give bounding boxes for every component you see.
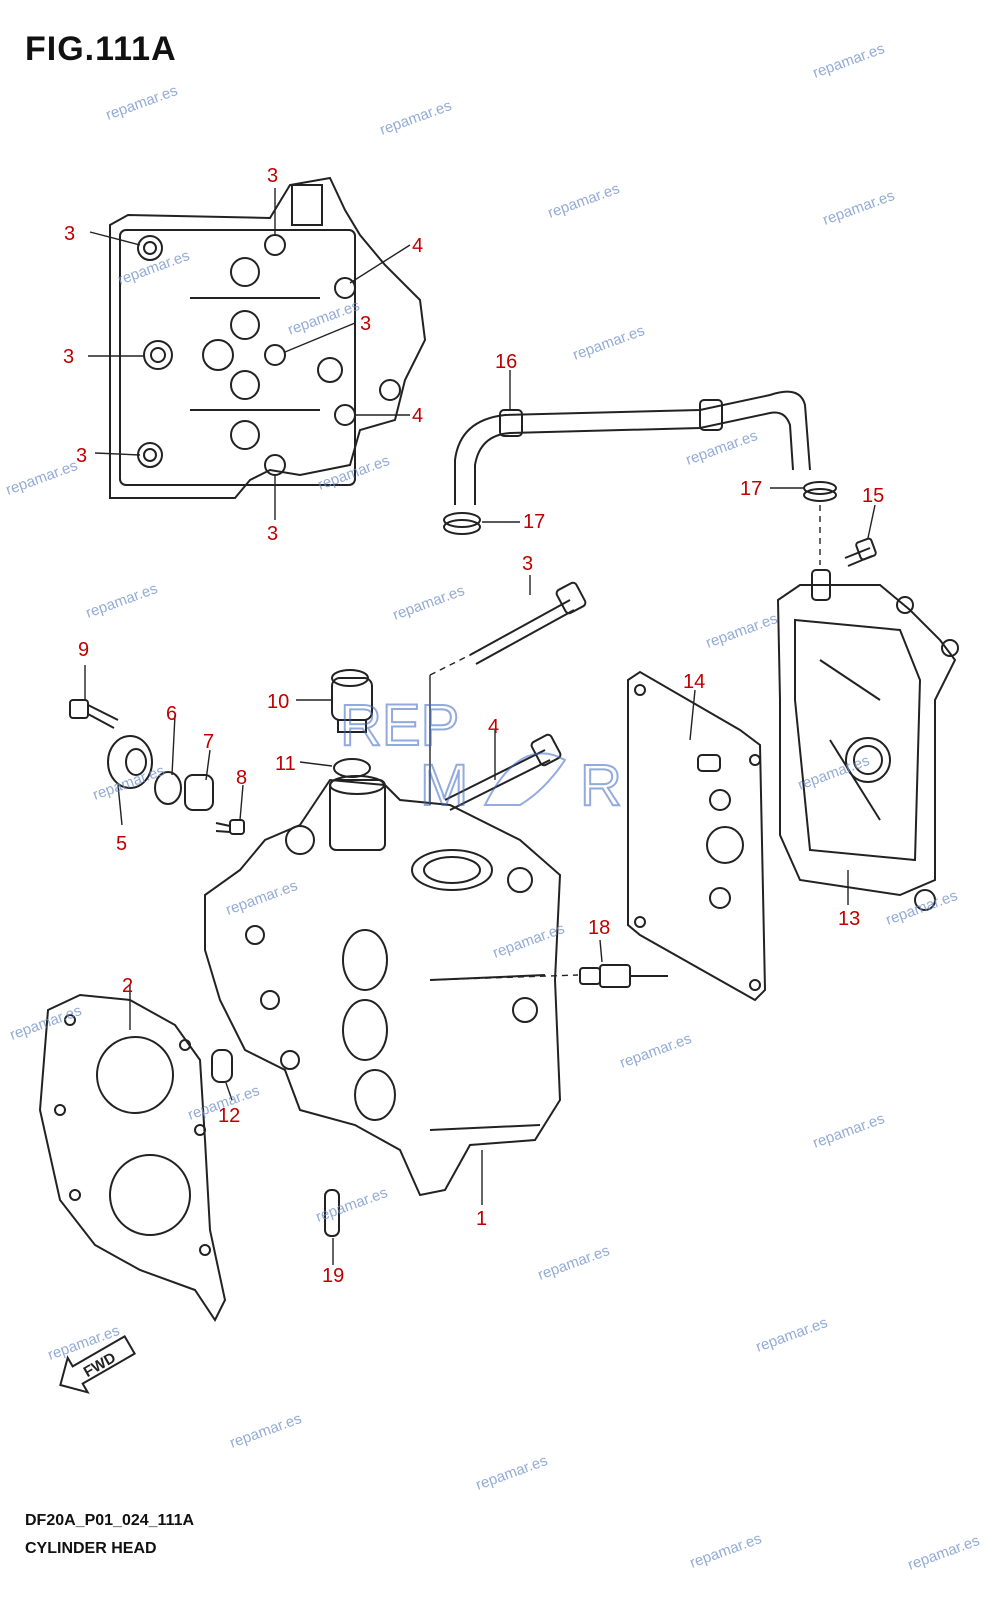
spark-plug-18: [579, 964, 668, 988]
svg-text:M: M: [420, 753, 468, 818]
callout-12: 12: [218, 1105, 240, 1127]
svg-text:repamar.es: repamar.es: [474, 1452, 550, 1494]
callout-4: 4: [412, 405, 423, 427]
leader-lines: [84, 188, 876, 1265]
svg-text:repamar.es: repamar.es: [536, 1242, 612, 1284]
svg-text:repamar.es: repamar.es: [286, 297, 362, 339]
callout-3: 3: [267, 165, 278, 187]
callout-14: 14: [683, 671, 705, 693]
o-ring-11: [333, 758, 371, 778]
svg-text:repamar.es: repamar.es: [391, 582, 467, 624]
figure-title: FIG.111A: [25, 30, 177, 68]
svg-text:repamar.es: repamar.es: [618, 1030, 694, 1072]
callout-3: 3: [76, 445, 87, 467]
breather-hose: [454, 390, 811, 505]
callout-15: 15: [862, 485, 884, 507]
diagram-name: CYLINDER HEAD: [25, 1540, 157, 1557]
watermarks: repamar.es repamar.es repamar.es repamar…: [4, 40, 982, 1574]
callout-6: 6: [166, 703, 177, 725]
cover-gasket: [627, 670, 767, 1002]
svg-text:repamar.es: repamar.es: [821, 187, 897, 229]
svg-text:repamar.es: repamar.es: [224, 877, 300, 919]
callout-18: 18: [588, 917, 610, 939]
callout-3: 3: [360, 313, 371, 335]
diagram-code: DF20A_P01_024_111A: [25, 1512, 195, 1529]
callout-19: 19: [322, 1265, 344, 1287]
svg-text:repamar.es: repamar.es: [228, 1410, 304, 1452]
callout-8: 8: [236, 767, 247, 789]
bushing-7: [184, 774, 214, 811]
callout-labels: 3 3 4 3 3 4 3 3 16 17 17 15 3 4 14 9 6 7…: [63, 165, 884, 1287]
svg-text:repamar.es: repamar.es: [4, 457, 80, 499]
svg-text:repamar.es: repamar.es: [316, 452, 392, 494]
svg-text:REP: REP: [340, 693, 459, 758]
o-ring-6: [154, 771, 182, 805]
svg-text:repamar.es: repamar.es: [571, 322, 647, 364]
hose-clamp-lower: [443, 512, 481, 535]
long-bolt-3: [469, 581, 587, 665]
callout-3: 3: [267, 523, 278, 545]
callout-5: 5: [116, 833, 127, 855]
oil-filler-cap-10: [331, 669, 373, 733]
svg-text:R: R: [580, 753, 622, 818]
callout-16: 16: [495, 351, 517, 373]
callout-1: 1: [476, 1208, 487, 1230]
hose-clamp-upper: [803, 481, 837, 502]
callout-3: 3: [63, 346, 74, 368]
callout-7: 7: [203, 731, 214, 753]
svg-text:repamar.es: repamar.es: [704, 610, 780, 652]
svg-text:repamar.es: repamar.es: [811, 40, 887, 82]
svg-text:repamar.es: repamar.es: [84, 580, 160, 622]
callout-3: 3: [522, 553, 533, 575]
svg-text:repamar.es: repamar.es: [811, 1110, 887, 1152]
callout-3: 3: [64, 223, 75, 245]
callout-17: 17: [523, 511, 545, 533]
callout-2: 2: [122, 975, 133, 997]
callout-4: 4: [412, 235, 423, 257]
svg-text:repamar.es: repamar.es: [684, 427, 760, 469]
callout-4: 4: [488, 716, 499, 738]
head-gasket: [38, 993, 227, 1322]
callout-10: 10: [267, 691, 289, 713]
bolt-15: [844, 537, 877, 567]
oil-seal-5: [107, 735, 153, 789]
callout-17: 17: [740, 478, 762, 500]
svg-text:repamar.es: repamar.es: [688, 1530, 764, 1572]
svg-text:repamar.es: repamar.es: [314, 1184, 390, 1226]
svg-text:repamar.es: repamar.es: [754, 1314, 830, 1356]
cylinder-head-main: [204, 775, 562, 1197]
repamar-logo-watermark: REP M R: [339, 692, 623, 819]
svg-text:repamar.es: repamar.es: [104, 82, 180, 124]
cylinder-head-rear-view: [109, 176, 427, 499]
cylinder-head-cover: [776, 569, 959, 911]
svg-text:repamar.es: repamar.es: [546, 180, 622, 222]
callout-11: 11: [275, 753, 296, 775]
callout-9: 9: [78, 639, 89, 661]
bolt-8: [215, 819, 245, 835]
sensor-19: [324, 1189, 340, 1237]
dowel-pin-12: [211, 1049, 233, 1083]
callout-13: 13: [838, 908, 860, 930]
svg-text:repamar.es: repamar.es: [906, 1532, 982, 1574]
bolt-9: [69, 699, 119, 729]
svg-text:repamar.es: repamar.es: [378, 97, 454, 139]
